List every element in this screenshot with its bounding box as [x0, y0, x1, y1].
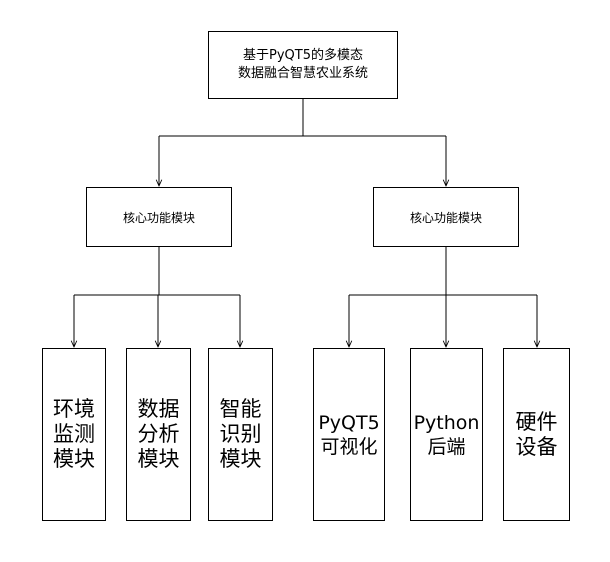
core-module-label: 核心功能模块	[409, 210, 482, 225]
core-module-label: 核心功能模块	[122, 210, 195, 225]
leaf-line: 模块	[219, 447, 262, 471]
leaf-line: 识别	[219, 422, 262, 446]
root-node: 基于PyQT5的多模态 数据融合智慧农业系统	[208, 31, 398, 99]
leaf-line: 后端	[427, 435, 466, 458]
python-backend-node: Python 后端	[410, 348, 483, 521]
smart-recognition-node: 智能 识别 模块	[208, 348, 273, 521]
core-module-node-left: 核心功能模块	[86, 187, 232, 247]
leaf-line: 监测	[53, 422, 95, 446]
leaf-line: PyQT5	[318, 411, 380, 434]
core-module-node-right: 核心功能模块	[373, 187, 519, 247]
leaf-line: 硬件	[515, 409, 558, 434]
leaf-line: 环境	[53, 397, 95, 421]
root-title-line2: 数据融合智慧农业系统	[237, 66, 368, 81]
env-monitoring-node: 环境 监测 模块	[42, 348, 106, 521]
hardware-device-node: 硬件 设备	[503, 348, 570, 521]
leaf-line: 分析	[137, 422, 180, 446]
leaf-line: 模块	[53, 447, 95, 471]
leaf-line: 模块	[137, 447, 180, 471]
pyqt5-visualization-node: PyQT5 可视化	[313, 348, 385, 521]
leaf-line: Python	[413, 411, 480, 434]
data-analysis-node: 数据 分析 模块	[126, 348, 191, 521]
root-title-line1: 基于PyQT5的多模态	[243, 48, 363, 63]
leaf-line: 数据	[137, 397, 180, 421]
leaf-line: 智能	[219, 397, 262, 421]
leaf-line: 设备	[515, 434, 558, 459]
leaf-line: 可视化	[320, 435, 378, 458]
